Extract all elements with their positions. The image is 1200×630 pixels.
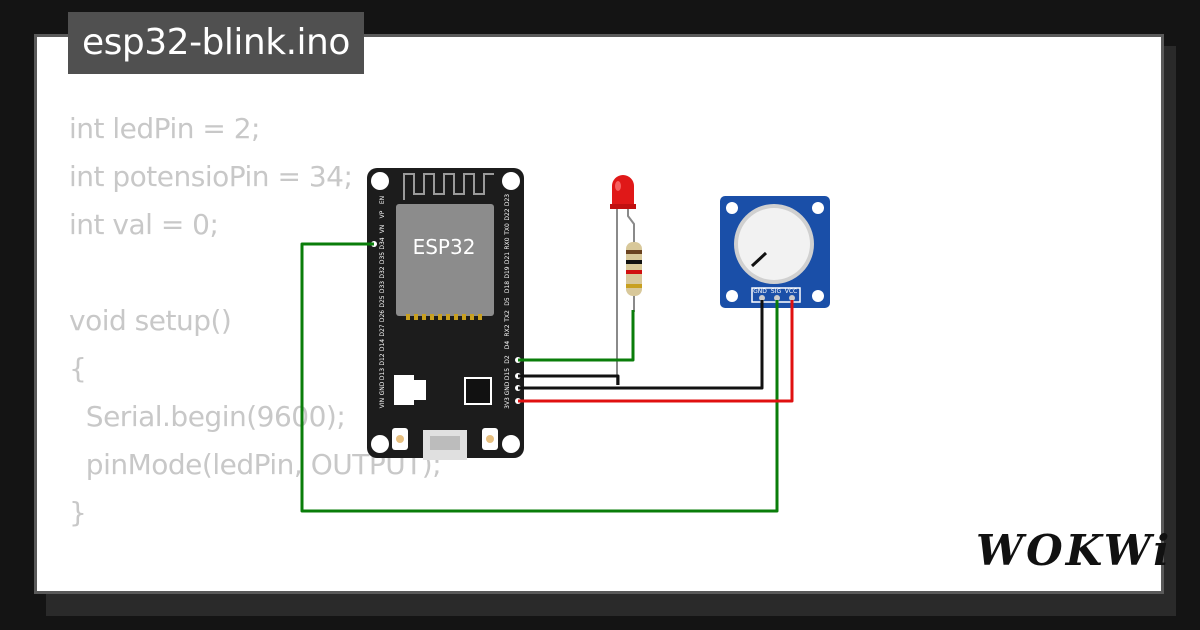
pin-label-d13: D13 (379, 368, 386, 380)
code-line: int potensioPin = 34; (69, 160, 353, 193)
wires (300, 242, 794, 513)
preview-card: int ledPin = 2; int potensioPin = 34; in… (34, 34, 1164, 594)
pin-label-vin: VIN (379, 398, 386, 408)
pot-pin-vcc[interactable] (789, 295, 795, 301)
pin-label-gnd: GND (379, 381, 386, 395)
pin-label-d27: D27 (379, 324, 386, 336)
pot-pin-label: VCC (785, 288, 797, 295)
pin-label-d23: D23 (504, 194, 511, 206)
code-line: void setup() (69, 304, 232, 337)
pin-label-tx0: TX0 (504, 223, 511, 236)
esp32-board[interactable]: ESP32 (367, 168, 524, 460)
wire-ground-led[interactable] (518, 374, 620, 385)
code-line: { (69, 352, 87, 385)
pin-label-vn: VN (379, 225, 386, 234)
pin-label-gnd: GND (504, 381, 511, 395)
wire-led-anode[interactable] (518, 310, 635, 362)
wokwi-logo: WOKWi (976, 526, 1173, 575)
pin-label-vp: VP (379, 210, 386, 218)
pot-pin-sig[interactable] (774, 295, 780, 301)
wire-signal[interactable] (300, 242, 779, 513)
pin-label-d25: D25 (379, 295, 386, 307)
chip-label: ESP32 (413, 235, 476, 259)
potentiometer-knob[interactable] (738, 208, 810, 280)
resistor[interactable] (626, 232, 642, 312)
code-line: int val = 0; (69, 208, 219, 241)
pin-label-d33: D33 (379, 281, 386, 293)
pin-label-d18: D18 (504, 281, 511, 293)
esp32-module (396, 204, 494, 316)
pin-label-d21: D21 (504, 252, 511, 264)
pin-label-d2: D2 (504, 355, 511, 364)
potentiometer[interactable]: GND SIG VCC (720, 196, 830, 308)
pin-label-3v3: 3V3 (504, 397, 511, 409)
pot-pin-label: GND (753, 288, 767, 295)
pin-label-d12: D12 (379, 353, 386, 365)
page-title: esp32-blink.ino (68, 12, 364, 74)
code-preview: int ledPin = 2; int potensioPin = 34; in… (69, 105, 442, 591)
red-led[interactable] (610, 175, 636, 385)
pin-label-tx2: TX2 (504, 310, 511, 323)
code-line: } (69, 496, 87, 529)
code-line: int ledPin = 2; (69, 112, 261, 145)
pin-label-rx2: RX2 (504, 324, 511, 336)
pin-label-rx0: RX0 (504, 237, 511, 249)
pin-label-d5: D5 (504, 297, 511, 306)
wire-vcc[interactable] (518, 300, 794, 403)
pot-pin-label: SIG (771, 288, 782, 295)
pot-pin-gnd[interactable] (759, 295, 765, 301)
pin-label-d15: D15 (504, 368, 511, 380)
pin-label-d35: D35 (379, 252, 386, 264)
pin-label-d26: D26 (379, 310, 386, 322)
wire-ground-pot[interactable] (518, 300, 764, 390)
pin-label-d34: D34 (379, 237, 386, 249)
pin-label-d19: D19 (504, 266, 511, 278)
pin-label-d32: D32 (379, 266, 386, 278)
pin-label-en: EN (379, 196, 386, 204)
pin-label-d4: D4 (504, 341, 511, 350)
pin-label-d22: D22 (504, 208, 511, 220)
pin-label-d14: D14 (379, 339, 386, 351)
